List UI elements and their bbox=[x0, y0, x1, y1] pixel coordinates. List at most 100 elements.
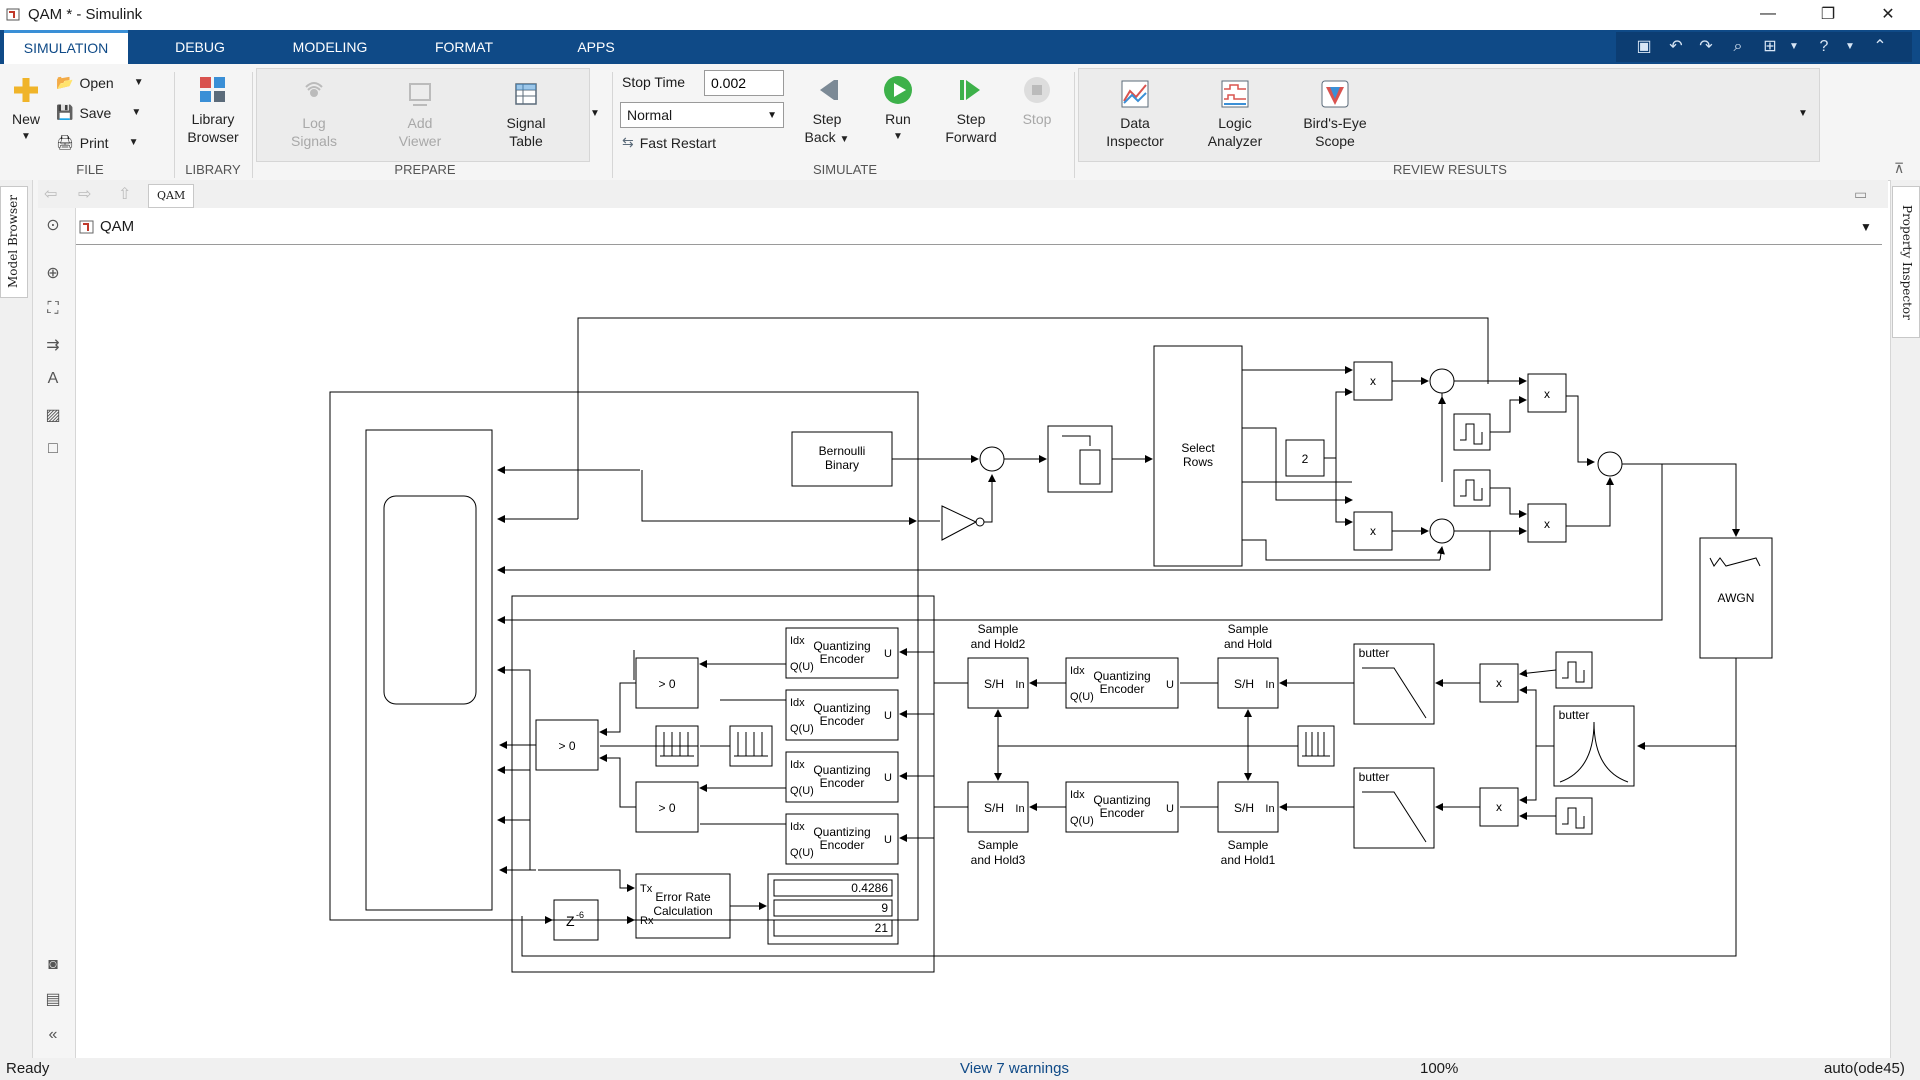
review-expand-icon[interactable]: ▼ bbox=[1798, 108, 1808, 119]
product-label-5: x bbox=[1496, 676, 1502, 690]
route-lines-icon[interactable]: ⇉ bbox=[46, 337, 60, 354]
error-rate-label-2: Calculation bbox=[653, 904, 712, 918]
qu-port-2: Q(U) bbox=[790, 723, 814, 735]
layout-icon[interactable]: ⊞ bbox=[1763, 38, 1777, 55]
bernoulli-label-1: Bernoulli bbox=[819, 444, 866, 458]
image-icon[interactable]: ▨ bbox=[45, 407, 61, 424]
chevron-down-icon[interactable]: ▼ bbox=[1789, 41, 1799, 52]
select-rows-block[interactable] bbox=[1153, 345, 1243, 567]
area-icon[interactable]: □ bbox=[48, 440, 58, 457]
save-button[interactable]: 💾Save▼ bbox=[56, 104, 141, 121]
quant-label-1a: Quantizing bbox=[813, 639, 870, 653]
u-port-3: U bbox=[884, 772, 892, 784]
tab-modeling[interactable]: MODELING bbox=[292, 39, 368, 55]
run-button[interactable]: Run ▼ bbox=[870, 74, 926, 146]
model-explorer-icon[interactable]: ▤ bbox=[45, 991, 61, 1008]
save-quick-icon[interactable]: ▣ bbox=[1636, 38, 1652, 55]
tab-debug[interactable]: DEBUG bbox=[175, 39, 225, 55]
stop-time-input[interactable] bbox=[704, 70, 784, 96]
qu-port-4: Q(U) bbox=[790, 847, 814, 859]
collapse-ribbon-pin-icon[interactable]: ⊼ bbox=[1894, 160, 1905, 176]
gain-block[interactable] bbox=[941, 505, 978, 541]
hide-browser-icon[interactable]: ⊙ bbox=[46, 217, 60, 234]
new-button[interactable]: New ▼ bbox=[6, 74, 46, 146]
model-browser-tab[interactable]: Model Browser bbox=[0, 186, 28, 298]
library-browser-button[interactable]: Library Browser bbox=[180, 74, 246, 146]
annotation-icon[interactable]: A bbox=[47, 370, 59, 387]
sum-block[interactable] bbox=[979, 446, 1005, 472]
step-forward-icon bbox=[955, 74, 987, 106]
warnings-link[interactable]: View 7 warnings bbox=[960, 1060, 1069, 1077]
step-back-button[interactable]: Step Back ▼ bbox=[798, 74, 856, 149]
product-block-4[interactable] bbox=[1527, 503, 1567, 543]
prepare-expand-icon[interactable]: ▼ bbox=[590, 108, 600, 119]
collapse-ribbon-icon[interactable]: ⌃ bbox=[1873, 38, 1887, 55]
simulation-mode-select[interactable]: Normal ▼ bbox=[620, 102, 784, 128]
new-label: New bbox=[11, 111, 40, 127]
qu-port-6: Q(U) bbox=[1070, 815, 1094, 827]
panel-icon[interactable]: ▭ bbox=[1854, 186, 1868, 202]
print-button[interactable]: 🖨Print▼ bbox=[56, 134, 138, 151]
fast-restart-button[interactable]: ⇆Fast Restart bbox=[622, 134, 716, 151]
help-icon[interactable]: ? bbox=[1819, 38, 1829, 55]
scope-block[interactable] bbox=[365, 429, 493, 911]
sum-block-2[interactable] bbox=[1597, 451, 1623, 477]
solver-label[interactable]: auto(ode45) bbox=[1824, 1060, 1905, 1077]
butter-filter-1[interactable] bbox=[1353, 643, 1435, 725]
collapse-left-icon[interactable]: « bbox=[48, 1026, 58, 1043]
quantizing-encoder-4[interactable] bbox=[785, 813, 899, 865]
sine-wave-icon bbox=[1460, 423, 1483, 445]
birds-eye-label-2: Scope bbox=[1315, 133, 1355, 149]
redo-icon[interactable]: ↷ bbox=[1699, 38, 1713, 55]
chevron-down-icon[interactable]: ▼ bbox=[1860, 220, 1872, 234]
sh-title-1a: Sample bbox=[1228, 622, 1269, 636]
model-tab[interactable]: QAM bbox=[148, 184, 195, 208]
up-arrow-icon[interactable]: ⇧ bbox=[118, 186, 132, 203]
step-forward-button[interactable]: Step Forward bbox=[940, 74, 1002, 146]
restore-button[interactable]: ❐ bbox=[1820, 6, 1836, 23]
pulse-block-2[interactable] bbox=[729, 725, 773, 767]
sine-wave-block-4[interactable] bbox=[1555, 797, 1593, 835]
pulse-clock-block[interactable] bbox=[1297, 725, 1335, 767]
back-arrow-icon[interactable]: ⇦ bbox=[44, 186, 58, 203]
sh-title-2a: Sample bbox=[978, 622, 1019, 636]
screenshot-icon[interactable]: ◙ bbox=[48, 956, 58, 973]
open-button[interactable]: 📂Open▼ bbox=[56, 74, 144, 91]
signal-table-button[interactable]: Signal Table bbox=[494, 78, 558, 150]
tab-format[interactable]: FORMAT bbox=[434, 39, 494, 55]
property-inspector-tab[interactable]: Property Inspector bbox=[1892, 186, 1920, 338]
forward-arrow-icon[interactable]: ⇨ bbox=[78, 186, 92, 203]
sine-wave-block-1[interactable] bbox=[1453, 413, 1491, 451]
sine-wave-block-2[interactable] bbox=[1453, 469, 1491, 507]
sine-wave-block-3[interactable] bbox=[1555, 651, 1593, 689]
display-block[interactable] bbox=[767, 873, 899, 945]
tab-simulation[interactable]: SIMULATION bbox=[4, 30, 128, 64]
sh-title-4a: Sample bbox=[1228, 838, 1269, 852]
log-signals-button[interactable]: Log Signals bbox=[282, 78, 346, 150]
quantizing-encoder-2[interactable] bbox=[785, 689, 899, 741]
address-bar[interactable]: QAM ▼ bbox=[76, 212, 1882, 245]
birds-eye-scope-button[interactable]: Bird's-Eye Scope bbox=[1294, 78, 1376, 150]
data-inspector-button[interactable]: Data Inspector bbox=[1094, 78, 1176, 150]
simulink-logo-icon bbox=[6, 8, 20, 21]
add-viewer-button[interactable]: Add Viewer bbox=[388, 78, 452, 150]
minimize-button[interactable]: — bbox=[1760, 5, 1776, 22]
undo-icon[interactable]: ↶ bbox=[1669, 38, 1683, 55]
chevron-down-icon[interactable]: ▼ bbox=[1845, 41, 1855, 52]
run-label: Run bbox=[885, 111, 911, 127]
tab-apps[interactable]: APPS bbox=[577, 39, 615, 55]
simulation-mode-value: Normal bbox=[627, 107, 673, 123]
model-canvas[interactable]: Bernoulli Binary Select Rows 2 x x x x x… bbox=[76, 246, 1882, 1052]
butter-filter-2[interactable] bbox=[1353, 767, 1435, 849]
logic-analyzer-button[interactable]: Logic Analyzer bbox=[1194, 78, 1276, 150]
quantizing-encoder-3[interactable] bbox=[785, 751, 899, 803]
zoom-icon[interactable]: ⊕ bbox=[46, 265, 60, 282]
close-button[interactable]: ✕ bbox=[1881, 6, 1895, 23]
awgn-label: AWGN bbox=[1718, 591, 1755, 605]
search-icon[interactable]: ⌕ bbox=[1733, 38, 1743, 55]
stop-button[interactable]: Stop bbox=[1012, 74, 1062, 128]
fit-view-icon[interactable]: ⛶ bbox=[47, 300, 59, 317]
in-port-1: In bbox=[1265, 679, 1274, 691]
quantizing-encoder-1[interactable] bbox=[785, 627, 899, 679]
product-block-3[interactable] bbox=[1527, 373, 1567, 413]
